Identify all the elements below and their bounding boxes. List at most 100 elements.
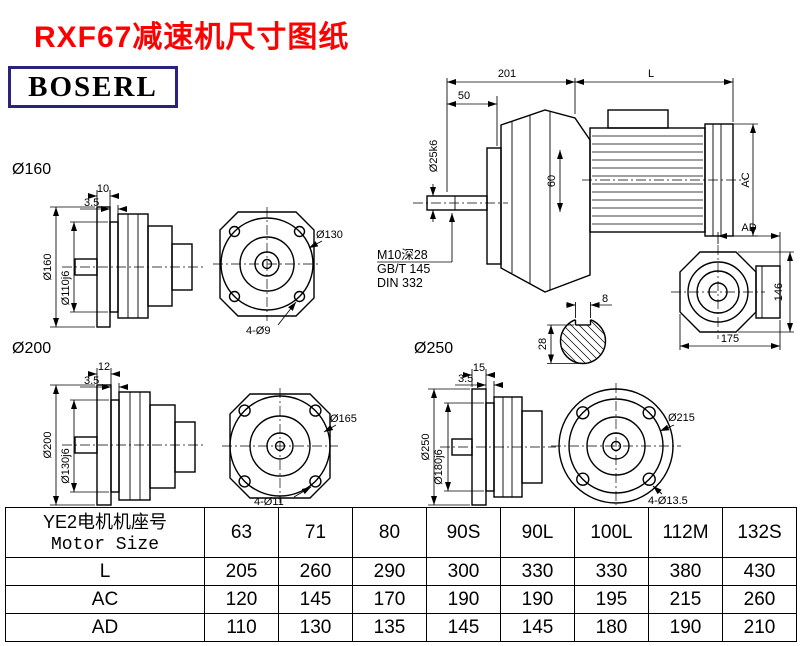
page-title: RXF67减速机尺寸图纸 bbox=[34, 21, 350, 54]
assembly-side-view bbox=[413, 109, 745, 293]
cell-AC-1: 145 bbox=[278, 585, 353, 614]
flange160-section-label: Ø160 bbox=[12, 161, 51, 178]
motor-size-header-en: Motor Size bbox=[50, 534, 160, 555]
cell-AC-3: 190 bbox=[426, 585, 501, 614]
dim-key-width-8: 8 bbox=[602, 293, 608, 305]
motor-dimension-table: YE2电机机座号 Motor Size 63 71 80 90S 90L 100… bbox=[5, 507, 797, 642]
size-col-71: 71 bbox=[278, 507, 353, 558]
dim-250-holes: 4-Ø13.5 bbox=[648, 495, 688, 507]
assembly-dimensions: 201 L 50 Ø25k6 60 AC bbox=[428, 68, 758, 237]
dim-250-spigot: Ø180j6 bbox=[433, 449, 445, 484]
flange160-side-view bbox=[62, 206, 206, 328]
flange160-side-dimensions: 10 3.5 Ø160 Ø110j6 bbox=[42, 183, 127, 328]
cell-AC-2: 170 bbox=[352, 585, 427, 614]
dim-motor-length-L: L bbox=[648, 68, 654, 80]
flange160-front-view bbox=[213, 207, 321, 321]
dim-201: 201 bbox=[498, 68, 516, 80]
dim-AD: AD bbox=[741, 222, 756, 234]
cell-AD-5: 180 bbox=[574, 613, 649, 642]
cell-L-3: 300 bbox=[426, 557, 501, 586]
cell-AD-0: 110 bbox=[204, 613, 279, 642]
size-col-90s: 90S bbox=[426, 507, 501, 558]
motor-size-header-cn: YE2电机机座号 bbox=[42, 511, 168, 532]
flange160-front-labels: Ø130 4-Ø9 bbox=[246, 229, 343, 337]
cell-AC-7: 260 bbox=[722, 585, 797, 614]
gearbox-end-view bbox=[671, 245, 781, 339]
dim-146: 146 bbox=[773, 283, 785, 301]
cell-L-5: 330 bbox=[574, 557, 649, 586]
dim-160-10: 10 bbox=[97, 183, 109, 195]
cell-AC-6: 215 bbox=[648, 585, 723, 614]
dim-200-bolt-circle: Ø165 bbox=[330, 413, 357, 425]
flange200-front-labels: Ø165 4-Ø11 bbox=[254, 413, 357, 507]
size-col-132s: 132S bbox=[722, 507, 797, 558]
table-row-L: L 205 260 290 300 330 330 380 430 bbox=[5, 557, 797, 586]
dim-key-height-28: 28 bbox=[537, 338, 549, 350]
cell-AC-4: 190 bbox=[500, 585, 575, 614]
technical-drawings: 201 L 50 Ø25k6 60 AC M10深28 GB/T 145 DIN… bbox=[12, 68, 794, 507]
dim-200-od: Ø200 bbox=[42, 432, 54, 459]
gearbox-end-view-dimensions: AD 146 175 bbox=[679, 222, 794, 350]
dim-200-12: 12 bbox=[98, 361, 110, 373]
flange200-side-dimensions: 12 3.5 Ø200 Ø130j6 bbox=[42, 361, 128, 506]
dim-50: 50 bbox=[458, 90, 470, 102]
dim-shaft-dia-25k6: Ø25k6 bbox=[428, 140, 440, 172]
boserl-logo-text: BOSERL bbox=[28, 70, 158, 103]
flange250-front-view bbox=[551, 383, 681, 505]
size-col-80: 80 bbox=[352, 507, 427, 558]
table-header-row: YE2电机机座号 Motor Size 63 71 80 90S 90L 100… bbox=[5, 507, 797, 558]
dim-160-3-5: 3.5 bbox=[84, 197, 99, 209]
tap-standard-gb: GB/T 145 bbox=[377, 262, 430, 276]
dim-AC: AC bbox=[740, 172, 752, 187]
tap-standard-din: DIN 332 bbox=[377, 276, 423, 290]
dim-200-holes: 4-Ø11 bbox=[254, 496, 284, 507]
row-label-L: L bbox=[5, 557, 205, 586]
dim-160-od: Ø160 bbox=[42, 254, 54, 281]
boserl-logo-box: BOSERL bbox=[8, 66, 178, 108]
cell-L-2: 290 bbox=[352, 557, 427, 586]
cell-L-6: 380 bbox=[648, 557, 723, 586]
cell-AD-7: 210 bbox=[722, 613, 797, 642]
flange200-side-view bbox=[62, 384, 206, 506]
table-row-AD: AD 110 130 135 145 145 180 190 210 bbox=[5, 613, 797, 642]
size-col-90l: 90L bbox=[500, 507, 575, 558]
flange250-side-view bbox=[440, 388, 556, 506]
dim-175: 175 bbox=[721, 333, 739, 345]
cell-AD-1: 130 bbox=[278, 613, 353, 642]
motor-cooling-fins bbox=[592, 135, 703, 225]
size-col-63: 63 bbox=[204, 507, 279, 558]
cell-L-0: 205 bbox=[204, 557, 279, 586]
dim-200-3-5: 3.5 bbox=[84, 375, 99, 387]
cell-AC-0: 120 bbox=[204, 585, 279, 614]
key-section-dimensions: 8 28 bbox=[537, 293, 612, 364]
flange250-side-dimensions: 15 3.5 Ø250 Ø180j6 bbox=[420, 362, 503, 506]
table-row-AC: AC 120 145 170 190 190 195 215 260 bbox=[5, 585, 797, 614]
dim-250-15: 15 bbox=[473, 362, 485, 374]
flange250-front-labels: Ø215 4-Ø13.5 bbox=[648, 412, 695, 507]
row-label-AC: AC bbox=[5, 585, 205, 614]
flange250-section-label: Ø250 bbox=[414, 340, 453, 357]
cell-AD-3: 145 bbox=[426, 613, 501, 642]
row-label-AD: AD bbox=[5, 613, 205, 642]
dim-250-bolt-circle: Ø215 bbox=[668, 412, 695, 424]
cell-L-7: 430 bbox=[722, 557, 797, 586]
cell-AD-6: 190 bbox=[648, 613, 723, 642]
cell-L-4: 330 bbox=[500, 557, 575, 586]
cell-AC-5: 195 bbox=[574, 585, 649, 614]
size-col-112m: 112M bbox=[648, 507, 723, 558]
dim-160-bolt-circle: Ø130 bbox=[316, 229, 343, 241]
flange200-section-label: Ø200 bbox=[12, 340, 51, 357]
cell-L-1: 260 bbox=[278, 557, 353, 586]
cell-AD-2: 135 bbox=[352, 613, 427, 642]
cell-AD-4: 145 bbox=[500, 613, 575, 642]
dim-200-spigot: Ø130j6 bbox=[60, 448, 72, 483]
motor-size-header-cell: YE2电机机座号 Motor Size bbox=[5, 507, 205, 558]
dim-60: 60 bbox=[546, 175, 558, 187]
tap-hole-callout: M10深28 GB/T 145 DIN 332 bbox=[377, 213, 455, 290]
dim-250-od: Ø250 bbox=[420, 434, 432, 461]
dim-250-3-5: 3.5 bbox=[458, 373, 473, 385]
dim-160-holes: 4-Ø9 bbox=[246, 325, 270, 337]
dim-160-spigot: Ø110j6 bbox=[60, 271, 72, 306]
flange200-front-view bbox=[222, 388, 338, 503]
